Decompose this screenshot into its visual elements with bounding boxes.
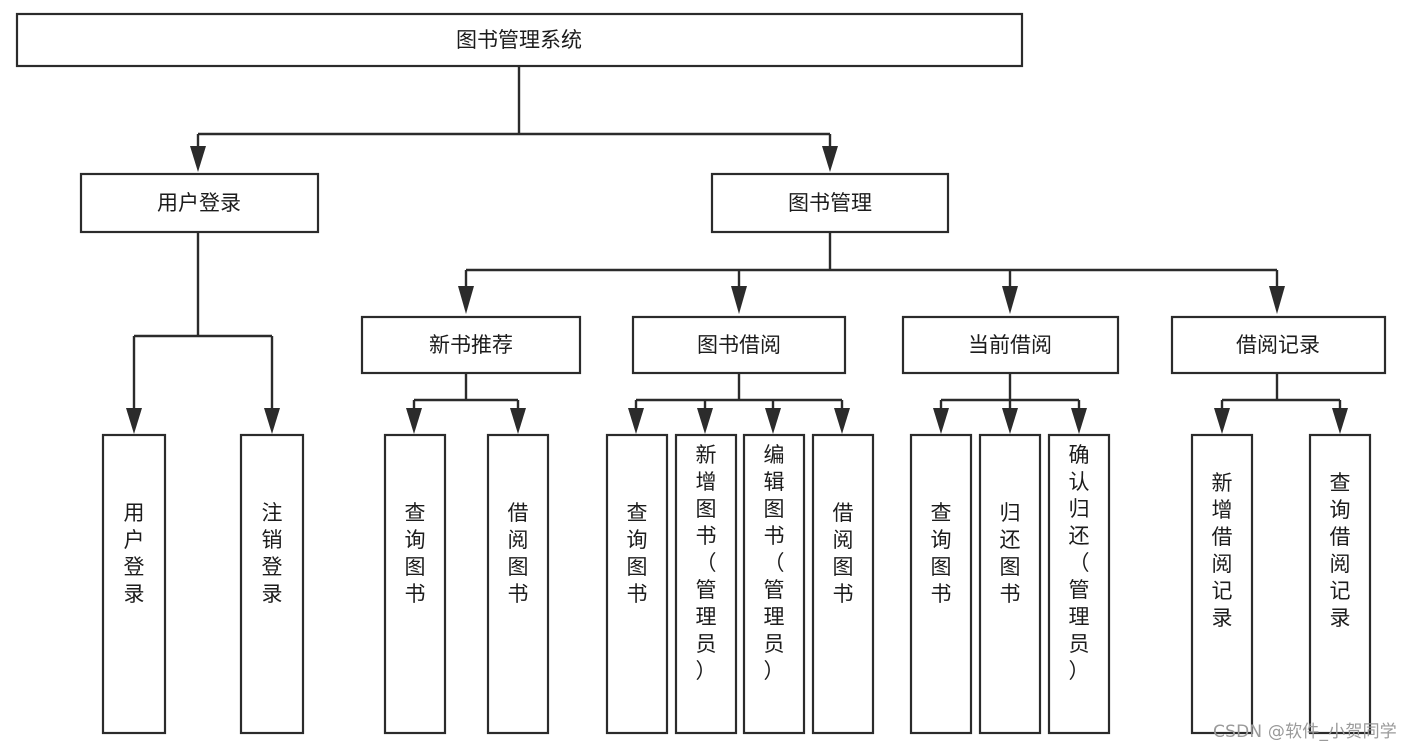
node-leaf-borrow-book-2[interactable]: 借阅图书 [811,433,875,735]
arrow-cb-leaf-3 [1071,408,1087,434]
node-leaf-query-book-1-box[interactable] [383,433,447,735]
node-leaf-query-record-label: 查询借阅记录 [1330,471,1351,630]
arrow-bb-leaf-1 [628,408,644,434]
node-root[interactable]: 图书管理系统 [15,12,1024,68]
arrow-borrow-record [1269,286,1285,314]
node-new-book-recommend-box[interactable] [360,315,582,375]
node-book-manage-box[interactable] [710,172,950,234]
node-leaf-return-book[interactable]: 归还图书 [978,433,1042,735]
node-borrow-record-label: 借阅记录 [1236,333,1320,357]
node-leaf-user-login-label: 用户登录 [124,501,145,606]
node-leaf-user-login[interactable]: 用户登录 [101,433,167,735]
node-leaf-query-record-box[interactable] [1308,433,1372,735]
node-leaf-confirm-return[interactable]: 确认归还（管理员） [1047,433,1111,735]
node-current-borrow-box[interactable] [901,315,1120,375]
node-leaf-logout-login-label: 注销登录 [262,501,283,606]
node-leaf-query-book-1[interactable]: 查询图书 [383,433,447,735]
arrow-nb-leaf-2 [510,408,526,434]
arrow-leaf-user-login [126,408,142,434]
node-leaf-borrow-book-1[interactable]: 借阅图书 [486,433,550,735]
node-book-borrow-box[interactable] [631,315,847,375]
node-borrow-record-box[interactable] [1170,315,1387,375]
node-book-manage[interactable]: 图书管理 [710,172,950,234]
arrow-br-leaf-1 [1214,408,1230,434]
node-book-borrow-label: 图书借阅 [697,333,781,357]
node-leaf-query-book-2-label: 查询图书 [627,501,648,606]
node-root-box[interactable] [15,12,1024,68]
node-book-manage-label: 图书管理 [788,191,872,215]
node-leaf-edit-book-label: 编辑图书（管理员） [764,443,785,683]
arrow-bb-leaf-2 [697,408,713,434]
node-leaf-borrow-book-1-box[interactable] [486,433,550,735]
node-leaf-return-book-box[interactable] [978,433,1042,735]
node-user-login-label: 用户登录 [157,191,241,215]
arrow-cb-leaf-2 [1002,408,1018,434]
node-leaf-add-book[interactable]: 新增图书（管理员） [674,433,738,735]
arrow-bb-leaf-4 [834,408,850,434]
node-leaf-edit-book-box[interactable] [742,433,806,735]
node-leaf-add-record-label: 新增借阅记录 [1212,471,1233,630]
node-leaf-borrow-book-1-label: 借阅图书 [508,501,529,606]
arrow-leaf-logout [264,408,280,434]
node-leaf-query-record[interactable]: 查询借阅记录 [1308,433,1372,735]
node-borrow-record[interactable]: 借阅记录 [1170,315,1387,375]
arrow-current-borrow [1002,286,1018,314]
node-leaf-confirm-return-box[interactable] [1047,433,1111,735]
arrow-book-manage [822,146,838,172]
node-book-borrow[interactable]: 图书借阅 [631,315,847,375]
arrow-cb-leaf-1 [933,408,949,434]
node-leaf-add-book-label: 新增图书（管理员） [696,443,717,683]
node-new-book-recommend[interactable]: 新书推荐 [360,315,582,375]
node-leaf-query-book-3-label: 查询图书 [931,501,952,606]
node-user-login-box[interactable] [79,172,320,234]
node-root-label: 图书管理系统 [456,28,582,52]
node-leaf-user-login-box[interactable] [101,433,167,735]
node-new-book-recommend-label: 新书推荐 [429,333,513,357]
node-leaf-confirm-return-label: 确认归还（管理员） [1069,443,1090,683]
arrow-user-login [190,146,206,172]
node-leaf-add-book-box[interactable] [674,433,738,735]
arrow-nb-leaf-1 [406,408,422,434]
node-leaf-query-book-3[interactable]: 查询图书 [909,433,973,735]
node-current-borrow[interactable]: 当前借阅 [901,315,1120,375]
connector-layer [126,67,1348,434]
csdn-watermark: CSDN @软件_小贺同学 [1213,722,1397,742]
node-leaf-query-book-2[interactable]: 查询图书 [605,433,669,735]
node-leaf-borrow-book-2-label: 借阅图书 [833,501,854,606]
node-leaf-logout-login[interactable]: 注销登录 [239,433,305,735]
node-leaf-logout-login-box[interactable] [239,433,305,735]
node-leaf-query-book-3-box[interactable] [909,433,973,735]
node-leaf-return-book-label: 归还图书 [1000,501,1021,606]
node-leaf-add-record[interactable]: 新增借阅记录 [1190,433,1254,735]
node-leaf-add-record-box[interactable] [1190,433,1254,735]
node-leaf-query-book-1-label: 查询图书 [405,501,426,606]
node-current-borrow-label: 当前借阅 [968,333,1052,357]
node-user-login[interactable]: 用户登录 [79,172,320,234]
arrow-br-leaf-2 [1332,408,1348,434]
arrow-bb-leaf-3 [765,408,781,434]
node-leaf-edit-book[interactable]: 编辑图书（管理员） [742,433,806,735]
node-leaf-query-book-2-box[interactable] [605,433,669,735]
node-leaf-borrow-book-2-box[interactable] [811,433,875,735]
arrow-new-book [458,286,474,314]
arrow-book-borrow [731,286,747,314]
